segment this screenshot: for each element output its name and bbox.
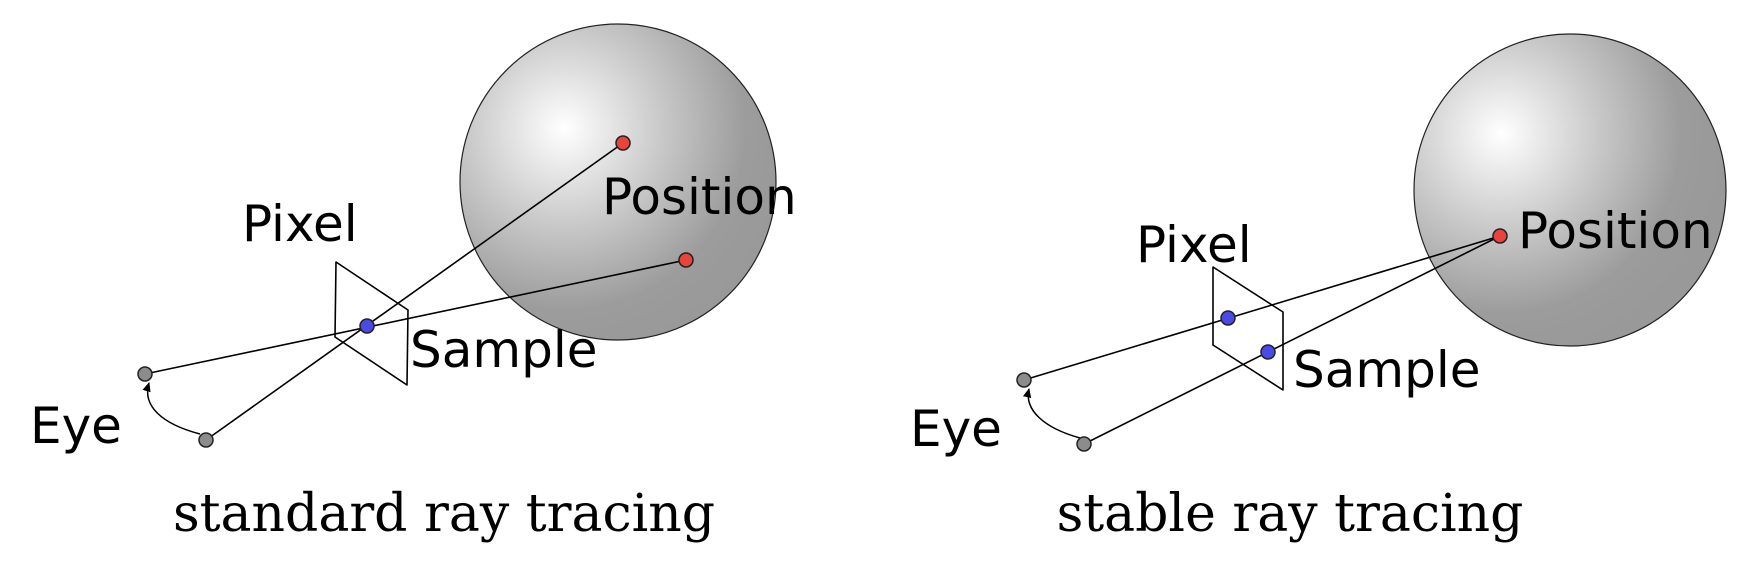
position-point-1 [615, 135, 631, 151]
sample-point-1 [1220, 310, 1236, 326]
label-sample: Sample [410, 321, 597, 379]
caption-stable: stable ray tracing [1057, 484, 1524, 544]
position-point-2 [678, 252, 694, 268]
position-point [1492, 228, 1508, 244]
panel-standard: Pixel Position Sample Eye standard ray t… [30, 23, 797, 544]
sphere [459, 23, 777, 341]
eye-point-previous [1076, 436, 1092, 452]
panel-stable: Pixel Position Sample Eye stable ray tra… [910, 33, 1727, 544]
ray-eye-to-position-1 [144, 259, 687, 375]
label-pixel: Pixel [242, 195, 358, 253]
caption-standard: standard ray tracing [173, 484, 715, 544]
label-pixel: Pixel [1136, 216, 1252, 274]
sample-point-2 [1260, 344, 1276, 360]
sphere [1413, 33, 1727, 347]
ray-eye-to-position-2 [1083, 235, 1501, 445]
eye-point-current [137, 366, 153, 382]
label-sample: Sample [1293, 341, 1480, 399]
eye-point-current [1016, 372, 1032, 388]
eye-motion-arrow [142, 381, 201, 435]
ray-eye-to-position-1 [1023, 235, 1501, 381]
eye-motion-arrow [1022, 387, 1081, 439]
ray-eye-to-position-2 [205, 142, 624, 441]
eye-point-previous [198, 432, 214, 448]
pixel-plane [1212, 266, 1284, 391]
label-position: Position [602, 168, 797, 226]
sample-point [359, 318, 375, 334]
label-eye: Eye [30, 397, 122, 455]
label-eye: Eye [910, 400, 1002, 458]
pixel-plane [334, 261, 409, 386]
label-position: Position [1518, 202, 1713, 260]
